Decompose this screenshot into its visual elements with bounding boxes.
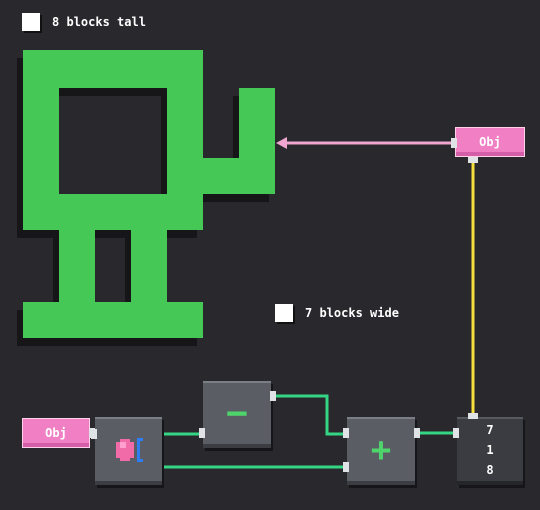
- input-node[interactable]: [95, 417, 162, 485]
- legend-tall: 8 blocks tall: [22, 13, 146, 31]
- obj-node-top[interactable]: Obj: [455, 127, 525, 157]
- plus-symbol: +: [370, 430, 392, 470]
- block-swatch-icon: [275, 304, 293, 322]
- minus-symbol: −: [226, 393, 248, 434]
- output-port-in[interactable]: [453, 428, 459, 438]
- minus-port-out[interactable]: [270, 391, 276, 401]
- output-digit: 8: [486, 463, 494, 477]
- obj-node-left[interactable]: Obj: [22, 418, 90, 448]
- obj-left-label: Obj: [45, 426, 67, 440]
- minus-port-in[interactable]: [199, 428, 205, 438]
- input-node-port-left[interactable]: [91, 429, 97, 439]
- output-digit: 1: [486, 443, 494, 457]
- wire-minus-to-plus[interactable]: [271, 394, 346, 436]
- output-digits: 7 1 8: [486, 423, 493, 477]
- output-port-top[interactable]: [468, 413, 478, 419]
- legend-tall-label: 8 blocks tall: [52, 15, 146, 29]
- plus-port-in-bottom[interactable]: [343, 462, 349, 472]
- block-swatch-icon: [22, 13, 40, 31]
- obj-top-port-bottom[interactable]: [468, 157, 478, 163]
- plus-port-out[interactable]: [414, 428, 420, 438]
- obj-top-port-left[interactable]: [451, 138, 457, 148]
- obj-top-label: Obj: [479, 135, 501, 149]
- plus-node[interactable]: +: [347, 417, 415, 485]
- legend-wide-label: 7 blocks wide: [305, 306, 399, 320]
- minus-node[interactable]: −: [203, 381, 271, 448]
- legend-wide: 7 blocks wide: [275, 304, 399, 322]
- pixel-circle-bracket-icon: [115, 438, 143, 462]
- left-arrow-icon: [276, 137, 453, 149]
- output-digit: 7: [486, 423, 494, 437]
- plus-port-in-top[interactable]: [343, 428, 349, 438]
- output-node[interactable]: 7 1 8: [457, 417, 523, 485]
